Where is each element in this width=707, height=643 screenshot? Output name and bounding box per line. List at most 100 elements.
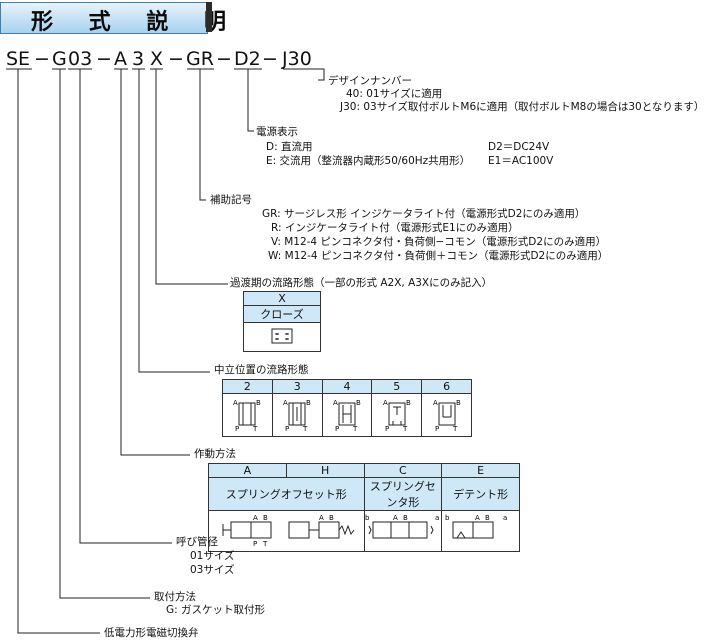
title-accent-bar [206,2,212,32]
code-seg-se: SE [6,48,31,70]
svg-text:A: A [233,399,238,407]
svg-text:A: A [253,514,258,522]
svg-text:b: b [445,514,450,522]
svg-text:A: A [283,399,288,407]
svg-text:B: B [263,514,268,522]
code-seg-d2: D2 [234,48,261,70]
neutral-symbol-2: A B P T [222,393,273,437]
svg-text:A: A [319,514,324,522]
neutral-table: 2 3 4 5 6 A B P T A B P T A B P T A B P T A B P T [222,379,472,437]
neutral-col-2: 2 [222,379,273,394]
port-size-heading: 呼び管径 [176,536,218,548]
svg-text:A: A [393,514,398,522]
operation-name-detent: デテント形 [441,477,520,511]
operation-code-e: E [441,463,520,478]
svg-text:B: B [403,514,408,522]
transition-col-name: クローズ [243,305,321,323]
operation-heading: 作動方法 [194,448,236,460]
svg-text:T: T [452,425,458,433]
operation-code-a: A [208,463,287,478]
code-seg-a: A [114,48,127,70]
operation-code-h: H [285,463,365,478]
port-size-01: 01サイズ [190,550,235,562]
operation-name-spring-center: スプリングセンタ形 [363,477,443,511]
svg-text:A: A [475,514,480,522]
svg-text:T: T [402,425,408,433]
aux-line-v: V: M12-4 ピンコネクタ付・負荷側−コモン（電源形式D2にのみ適用） [271,236,607,248]
power-line-e: E: 交流用（整流器内蔵形50/60Hz共用形） [266,155,471,167]
svg-text:P: P [235,425,239,433]
valve-heading: 低電力形電磁切換弁 [104,627,199,639]
svg-text:P: P [385,425,389,433]
svg-text:B: B [306,399,311,407]
code-seg-g: G [52,48,67,70]
transition-col-code: X [243,291,321,306]
neutral-col-6: 6 [421,379,472,394]
svg-text:T: T [252,425,258,433]
neutral-symbol-3: A B P T [271,393,323,437]
svg-text:P: P [253,540,257,548]
operation-code-c: C [363,463,443,478]
svg-text:P: P [285,425,289,433]
svg-text:P: P [435,425,439,433]
closed-port-symbol [271,328,293,343]
aux-line-gr: GR: サージレス形 インジケータライト付（電源形式D2にのみ適用） [262,208,586,220]
svg-text:A: A [333,399,338,407]
svg-text:T: T [262,540,268,548]
neutral-col-4: 4 [321,379,373,394]
neutral-symbol-5: A B P T [371,393,423,437]
power-right-d2: D2＝DC24V [488,141,550,153]
operation-name-spring-offset: スプリングオフセット形 [208,477,365,511]
code-seg-x: X [150,48,164,70]
svg-text:P: P [335,425,339,433]
port-size-03: 03サイズ [190,564,235,576]
mounting-g: G: ガスケット取付形 [166,604,266,616]
mounting-heading: 取付方法 [154,591,196,603]
svg-text:a: a [435,514,439,522]
design-heading: デザインナンバー [328,75,412,87]
code-seg-gr: GR [186,48,214,70]
transition-table: X クローズ [243,291,321,352]
power-right-e1: E1＝AC100V [488,155,554,167]
svg-text:B: B [329,514,334,522]
neutral-symbol-6: A B P T [421,393,472,437]
aux-heading: 補助記号 [210,194,252,206]
svg-text:T: T [352,425,358,433]
svg-text:b: b [365,514,370,522]
code-seg-03: 03 [68,48,93,70]
svg-text:B: B [456,399,461,407]
neutral-symbol-4: A B P T [321,393,373,437]
svg-text:A: A [433,399,438,407]
svg-text:B: B [406,399,411,407]
svg-text:T: T [302,425,308,433]
code-dash-5: − [262,48,278,70]
neutral-heading: 中立位置の流路形態 [214,364,309,376]
power-line-d: D: 直流用 [266,141,313,153]
page-title: 形 式 説 明 [31,10,240,35]
svg-text:a: a [503,514,507,522]
code-dash-3: − [168,48,184,70]
aux-line-w: W: M12-4 ピンコネクタ付・負荷側＋コモン（電源形式D2にのみ適用） [268,250,609,262]
design-line-40: 40: 01サイズに適用 [346,88,443,100]
code-seg-j30: J30 [282,48,312,70]
neutral-col-5: 5 [371,379,423,394]
svg-text:A: A [383,399,388,407]
aux-line-r: R: インジケータライト付（電源形式E1にのみ適用） [271,222,519,234]
code-dash-1: − [34,48,50,70]
svg-text:B: B [485,514,490,522]
code-seg-3: 3 [132,48,145,70]
page-title-box: 形 式 説 明 [0,2,226,35]
transition-symbol-cell [243,322,321,352]
svg-text:B: B [356,399,361,407]
svg-text:B: B [256,399,261,407]
design-line-j30: J30: 03サイズ取付ボルトM6に適用（取付ボルトM8の場合は30となります） [340,101,705,113]
code-dash-4: − [216,48,232,70]
code-dash-2: − [96,48,112,70]
transition-heading: 過渡期の流路形態（一部の形式 A2X, A3Xにのみ記入） [230,277,493,289]
neutral-col-3: 3 [271,379,323,394]
